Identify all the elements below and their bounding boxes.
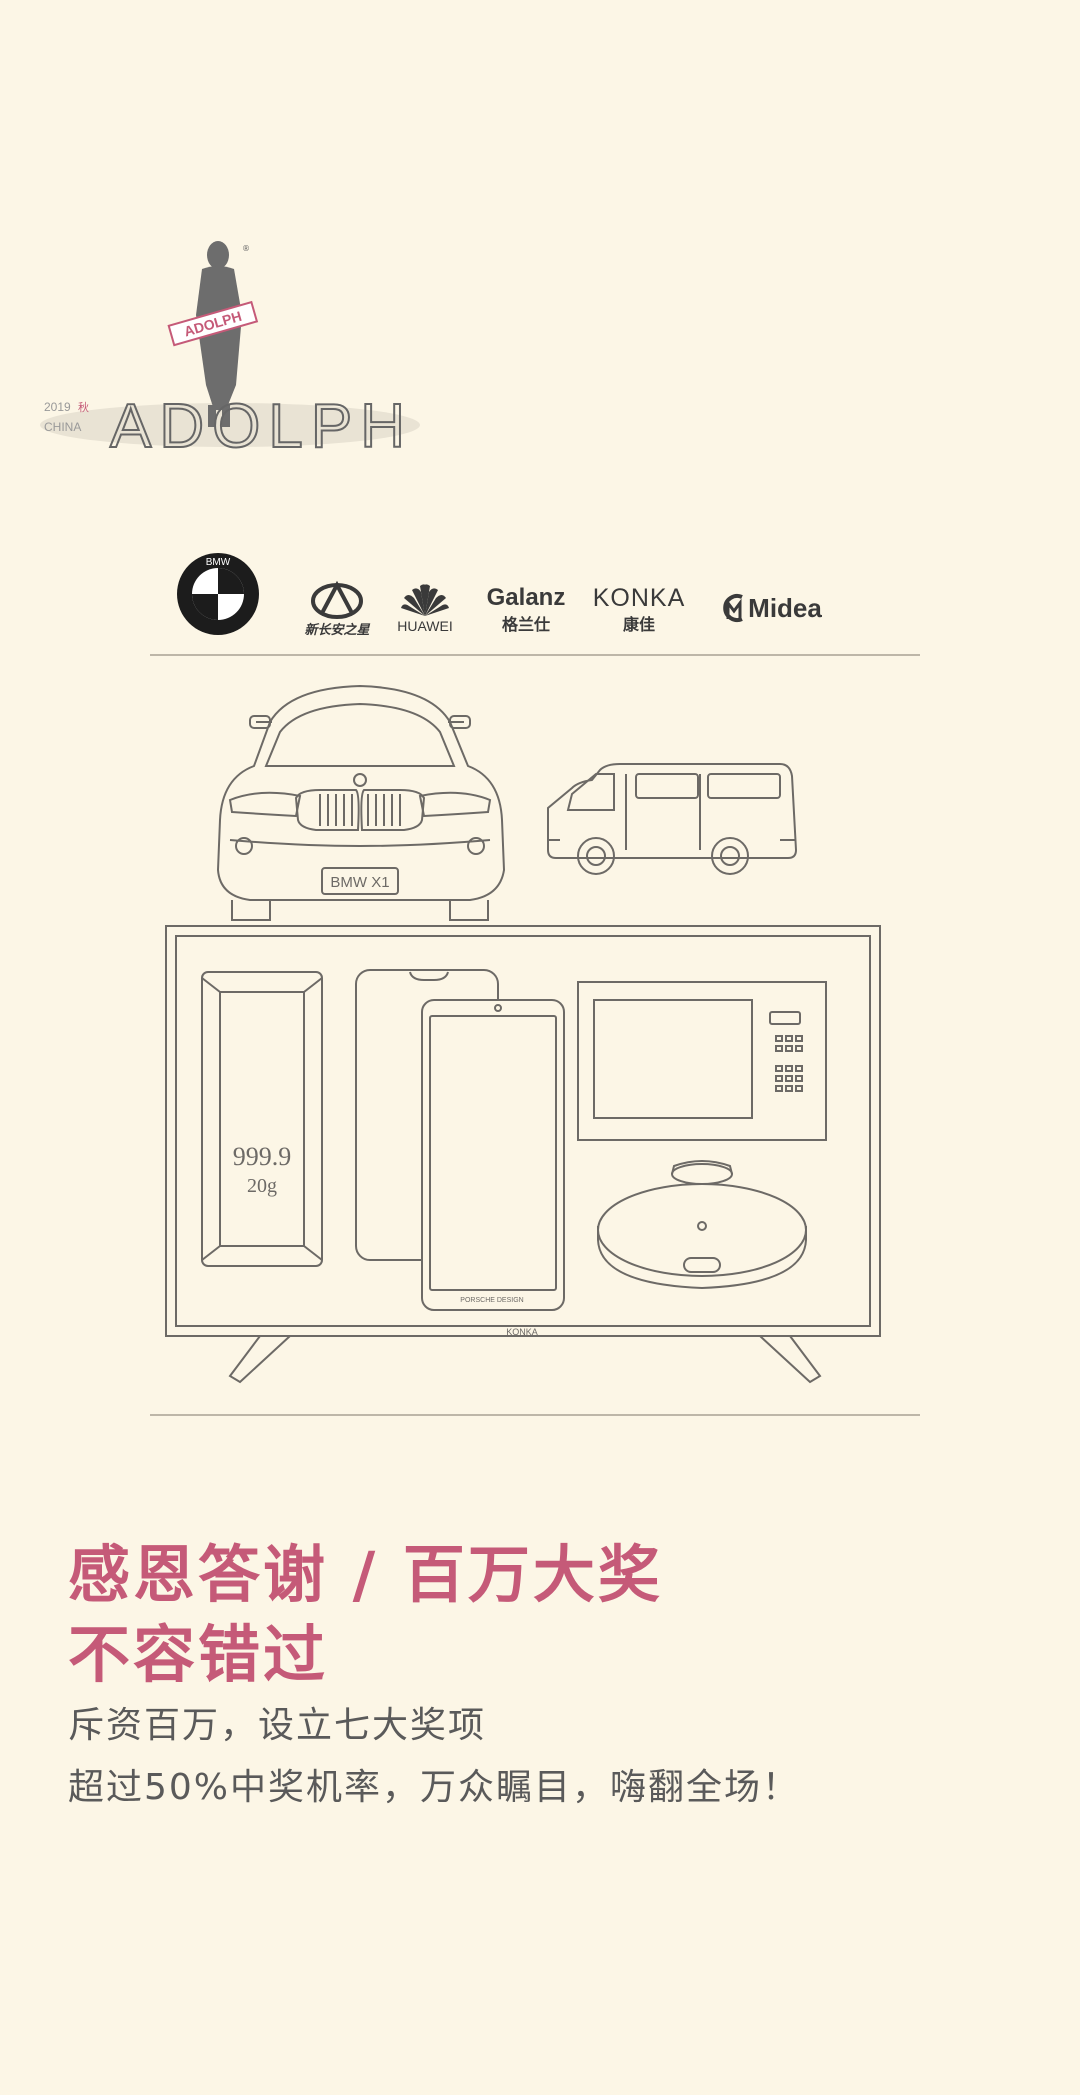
- sponsor-konka: KONKA 康佳: [584, 578, 694, 642]
- microwave-keypad: [775, 1035, 803, 1092]
- konka-tv-drawing: KONKA: [165, 925, 881, 1384]
- tv-brand-label: KONKA: [506, 1327, 538, 1337]
- sponsor-changan: 新长安之星: [292, 576, 382, 640]
- brand-year: 2019: [44, 400, 71, 414]
- prize-illustration: BMW X1 KONKA 999.9 20g: [165, 684, 881, 1384]
- van-drawing: [547, 763, 798, 875]
- adolph-wordmark: ADOLPH: [110, 392, 413, 461]
- subtext-line-1: 斥资百万，设立七大奖项: [68, 1705, 487, 1746]
- huawei-logo-icon: [401, 584, 449, 616]
- gold-bar-drawing: 999.9 20g: [201, 971, 323, 1267]
- divider-bottom: [150, 1414, 920, 1416]
- car-license-plate: BMW X1: [330, 874, 389, 891]
- changan-logo-text: 新长安之星: [304, 621, 370, 637]
- galanz-logo-subtext: 格兰仕: [501, 615, 550, 634]
- sponsor-bmw: BMW: [176, 552, 260, 636]
- adolph-brand-logo: ® ADOLPH ADOLPH 2019 秋 CHINA: [40, 241, 420, 462]
- svg-text:®: ®: [242, 244, 250, 253]
- sponsor-galanz: Galanz 格兰仕: [474, 578, 578, 642]
- figure-silhouette-icon: [196, 241, 242, 427]
- sponsor-midea: Midea: [712, 584, 830, 632]
- subtext-line-2: 超过50%中奖机率，万众瞩目，嗨翻全场！: [68, 1767, 801, 1808]
- changan-logo-icon: [311, 580, 363, 619]
- konka-logo-subtext: 康佳: [622, 615, 655, 634]
- headline-line-1: 感恩答谢 / 百万大奖: [68, 1538, 663, 1611]
- gold-bar-weight: 20g: [247, 1175, 277, 1197]
- bmw-logo-text: BMW: [206, 557, 231, 568]
- robot-vacuum-drawing: [597, 1160, 807, 1290]
- phone-brand-label: PORSCHE DESIGN: [460, 1297, 523, 1304]
- sponsor-huawei: HUAWEI: [392, 576, 458, 640]
- midea-logo-icon: [723, 594, 743, 622]
- brand-region: CHINA: [44, 420, 81, 434]
- brand-year-suffix: 秋: [78, 400, 89, 414]
- divider-top: [150, 654, 920, 656]
- huawei-logo-text: HUAWEI: [397, 618, 453, 634]
- konka-logo-text: KONKA: [592, 584, 686, 612]
- bmw-logo-icon: BMW: [177, 553, 259, 635]
- microwave-drawing: [577, 981, 827, 1141]
- gold-bar-purity: 999.9: [233, 1142, 292, 1171]
- bmw-car-drawing: BMW X1: [216, 684, 506, 921]
- midea-logo-text: Midea: [748, 592, 822, 623]
- porsche-phone-drawing: PORSCHE DESIGN: [421, 999, 565, 1311]
- headline-line-2: 不容错过: [68, 1618, 329, 1691]
- galanz-logo-text: Galanz: [486, 584, 566, 611]
